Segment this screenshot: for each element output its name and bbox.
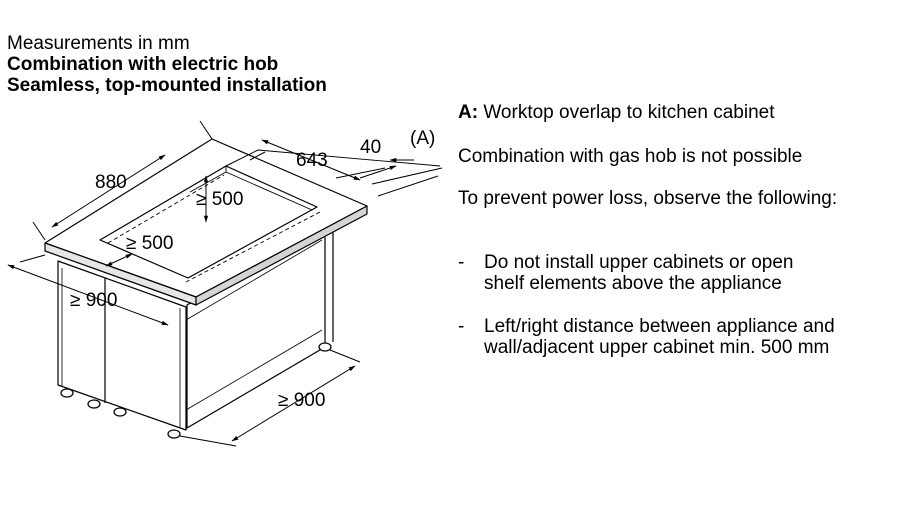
bullet-2-line1: Left/right distance between appliance an…	[484, 316, 835, 337]
header-installation: Seamless, top-mounted installation	[7, 75, 327, 96]
dimension-900-left: ≥ 900	[7, 254, 169, 326]
note-gas: Combination with gas hob is not possible	[458, 146, 803, 167]
note-a-text: Worktop overlap to kitchen cabinet	[478, 102, 775, 123]
dimension-500-top: ≥ 500	[196, 175, 243, 223]
label-a: (A)	[410, 128, 435, 149]
bullet-2-line2: wall/adjacent upper cabinet min. 500 mm	[484, 337, 830, 358]
note-a-label: A:	[458, 102, 479, 123]
note-intro: To prevent power loss, observe the follo…	[458, 188, 838, 209]
worktop-side-edge	[195, 205, 368, 306]
dimension-643-label: 643	[296, 150, 328, 171]
dimension-40-label: 40	[360, 137, 381, 158]
bullet-1-line1: Do not install upper cabinets or open	[484, 252, 794, 273]
dimension-880: 880	[32, 120, 213, 241]
cabinet-feet	[60, 342, 332, 439]
dimension-top-right: 643 40 (A)	[225, 128, 443, 197]
header-measurements: Measurements in mm	[7, 33, 190, 54]
dimension-880-label: 880	[95, 172, 127, 193]
dimension-900-bottom-label: ≥ 900	[278, 390, 325, 411]
bullet-dash: -	[458, 252, 465, 273]
bullet-dash: -	[458, 316, 465, 337]
dimension-500-left: ≥ 500	[105, 233, 173, 267]
dimension-500-left-label: ≥ 500	[126, 233, 173, 254]
bullet-1-line2: shelf elements above the appliance	[484, 273, 782, 294]
dimension-900-bottom: ≥ 900	[179, 349, 361, 447]
dimension-900-left-label: ≥ 900	[70, 290, 117, 311]
header-combination: Combination with electric hob	[7, 54, 279, 75]
note-a: A: Worktop overlap to kitchen cabinet	[458, 102, 774, 123]
dimension-500-top-label: ≥ 500	[196, 189, 243, 210]
